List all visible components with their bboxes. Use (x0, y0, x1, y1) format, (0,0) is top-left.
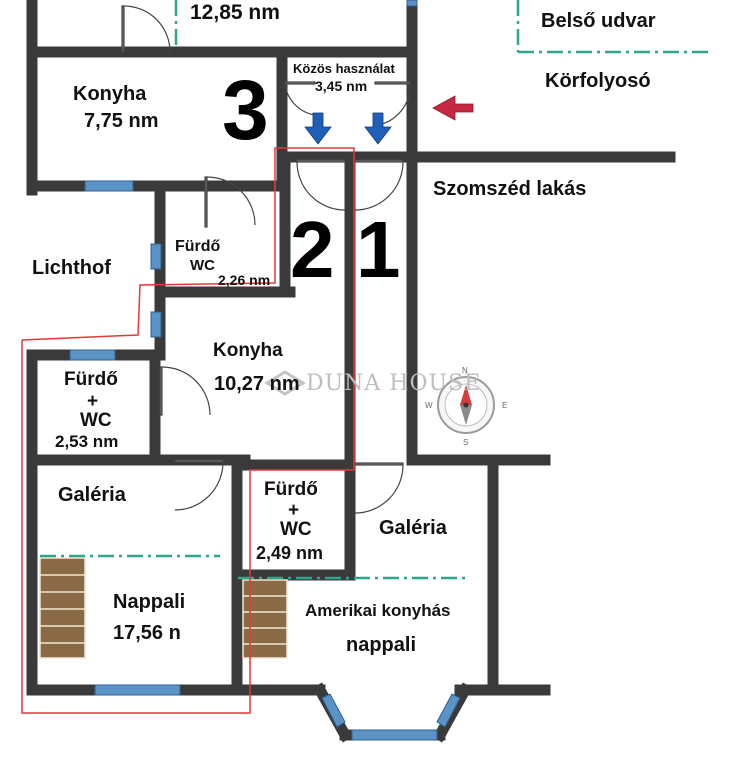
nappali-name: Nappali (113, 591, 186, 613)
watermark-text: DUNA HOUSE (306, 371, 482, 396)
furdo-left-line2: + (87, 391, 99, 412)
belso-udvar-label: Belső udvar (541, 10, 656, 32)
unit-number-2: 2 (290, 205, 335, 294)
stairs (39, 557, 288, 659)
compass-n: N (462, 366, 468, 375)
unit-number-3: 3 (222, 63, 269, 157)
galeria-right-label: Galéria (379, 517, 447, 539)
kozos-area: 3,45 nm (315, 78, 368, 94)
amerikai-line2: nappali (346, 634, 417, 656)
amerikai-line1: Amerikai konyhás (305, 601, 451, 620)
furdo-mid-line2: + (288, 500, 300, 521)
down-arrow-icon (304, 112, 392, 145)
compass-icon (437, 376, 495, 434)
konyha3-name: Konyha (73, 83, 147, 105)
compass-s: S (463, 438, 469, 447)
left-arrow-icon (432, 95, 474, 121)
doors (121, 5, 411, 514)
nappali-area: 17,56 n (113, 622, 181, 644)
konyha3-area: 7,75 nm (84, 110, 159, 132)
furdo-left-line3: WC (80, 410, 112, 431)
konyha2-area: 10,27 nm (214, 373, 300, 395)
windows (69, 0, 461, 741)
compass-e: E (502, 401, 508, 410)
konyha2-name: Konyha (213, 340, 283, 361)
furdo-small-name: Fürdő (175, 238, 221, 255)
furdo-mid-line3: WC (280, 519, 312, 540)
furdo-mid-line1: Fürdő (264, 479, 318, 500)
galeria-left-label: Galéria (58, 484, 126, 506)
szomszed-label: Szomszéd lakás (433, 178, 587, 200)
top-room-area: 12,85 nm (190, 1, 280, 24)
unit-outline (21, 147, 355, 714)
watermark-logo-icon (264, 370, 306, 396)
furdo-small-wc: WC (190, 257, 215, 274)
furdo-small-area: 2,26 nm (218, 272, 271, 288)
korfolyoso-label: Körfolyosó (545, 70, 651, 92)
furdo-left-line1: Fürdő (64, 369, 118, 390)
gallery-edges (40, 0, 710, 580)
compass-w: W (425, 401, 433, 410)
unit-number-1: 1 (356, 205, 401, 294)
lichthof-label: Lichthof (32, 257, 111, 279)
furdo-mid-area: 2,49 nm (256, 543, 324, 563)
kozos-name: Közös használat (293, 61, 395, 76)
furdo-left-area: 2,53 nm (55, 432, 119, 451)
